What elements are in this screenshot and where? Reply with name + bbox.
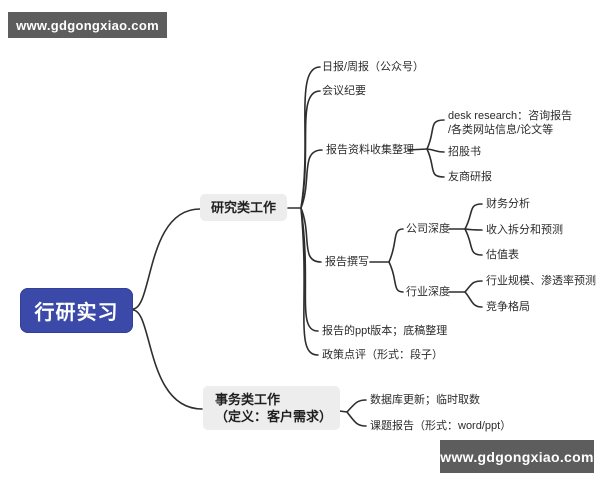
leaf-competitive-landscape[interactable]: 竞争格局 [486,301,530,313]
branch-affairs-definition: （定义：客户需求） [215,409,333,424]
leaf-daily-weekly-report[interactable]: 日报/周报（公众号） [322,61,425,73]
watermark-top-left: www.gdgongxiao.com [8,12,167,38]
leaf-report-writing[interactable]: 报告撰写 [325,256,369,268]
leaf-report-material-collection[interactable]: 报告资料收集整理 [326,144,414,156]
leaf-meeting-minutes[interactable]: 会议纪要 [322,85,366,97]
root-node-industry-research-internship[interactable]: 行研实习 [20,288,133,333]
leaf-financial-analysis[interactable]: 财务分析 [486,198,530,210]
leaf-revenue-split-forecast[interactable]: 收入拆分和预测 [486,224,563,236]
leaf-valuation-table[interactable]: 估值表 [486,249,519,261]
leaf-report-ppt-version[interactable]: 报告的ppt版本；底稿整理 [322,325,448,337]
watermark-bottom-right: www.gdgongxiao.com [440,440,594,473]
leaf-database-update[interactable]: 数据库更新；临时取数 [370,394,480,406]
branch-research-work[interactable]: 研究类工作 [200,194,288,221]
branch-affairs-work[interactable]: 事务类工作 （定义：客户需求） [203,386,341,430]
leaf-topic-report[interactable]: 课题报告（形式：word/ppt） [370,420,512,432]
leaf-company-depth[interactable]: 公司深度 [406,223,450,235]
leaf-peer-research-report[interactable]: 友商研报 [448,171,492,183]
leaf-prospectus[interactable]: 招股书 [448,146,481,158]
leaf-desk-research[interactable]: desk research：咨询报告 /各类网站信息/论文等 [448,110,573,136]
leaf-policy-commentary[interactable]: 政策点评（形式：段子） [322,349,443,361]
branch-affairs-label: 事务类工作 [215,392,281,407]
leaf-industry-depth[interactable]: 行业深度 [406,286,450,298]
leaf-industry-scale-penetration[interactable]: 行业规模、渗透率预测 [486,275,596,287]
